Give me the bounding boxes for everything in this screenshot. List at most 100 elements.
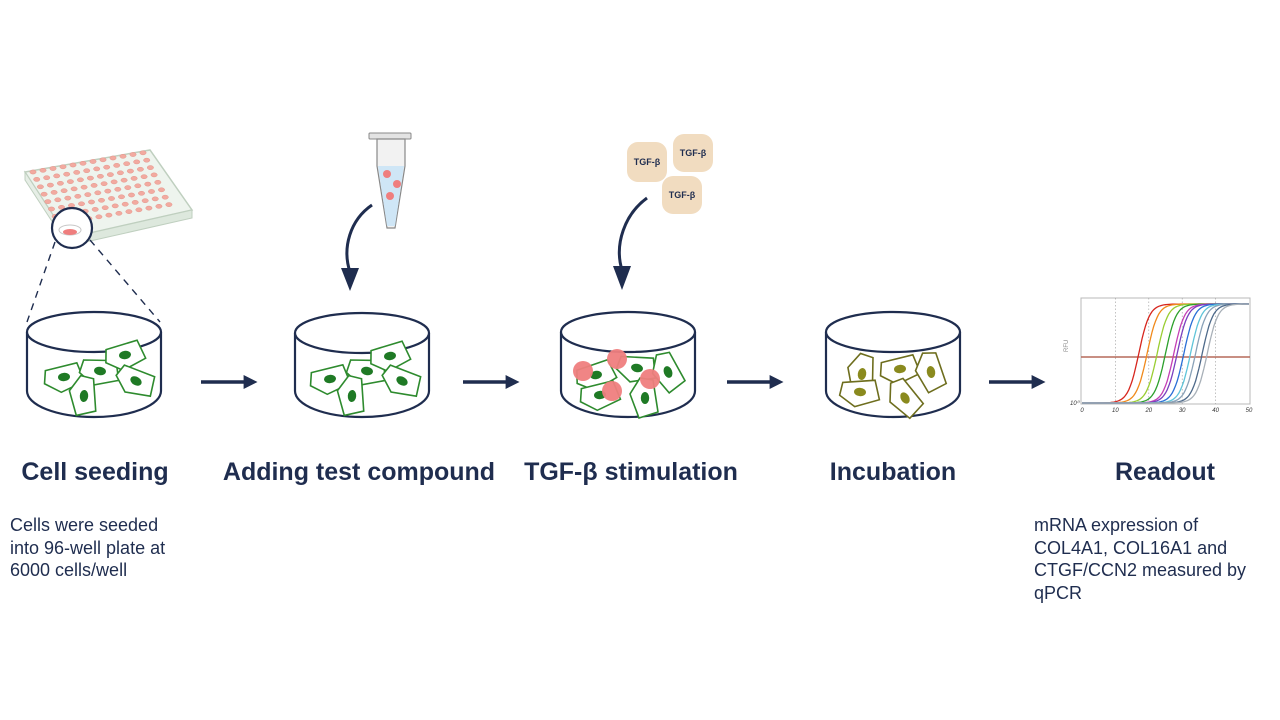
plate-well — [114, 186, 122, 192]
plate-well — [128, 192, 135, 198]
qpcr-y-label: RFU — [1064, 340, 1070, 352]
plate-well — [44, 199, 52, 204]
qpcr-curves — [1082, 303, 1250, 404]
readout-desc-line: COL4A1, COL16A1 and — [1034, 537, 1228, 558]
plate-well — [129, 152, 137, 157]
plate-well — [121, 201, 129, 207]
step-title-tgf-stimulation: TGF-β stimulation — [524, 458, 738, 486]
dish-incubation — [824, 310, 962, 424]
plate-well — [33, 177, 41, 182]
plate-well — [84, 192, 92, 197]
readout-desc-line: mRNA expression of — [1034, 515, 1199, 535]
plate-well — [63, 171, 71, 177]
tgf-beta-icons: TGF-β TGF-β TGF-β — [627, 134, 713, 214]
plate-well — [94, 190, 102, 196]
plate-well — [107, 172, 114, 177]
plate-well — [140, 174, 148, 179]
plate-well — [120, 177, 128, 183]
plate-well — [144, 181, 152, 187]
plate-well — [87, 175, 94, 181]
plate-well — [123, 161, 131, 166]
plate-well — [138, 190, 145, 196]
readout-desc-line: qPCR — [1034, 582, 1083, 603]
plate-well — [60, 188, 68, 193]
plate-well — [80, 184, 88, 190]
plate-well — [126, 168, 134, 174]
plate-well — [74, 193, 82, 199]
plate-well — [83, 168, 91, 173]
plate-well — [136, 166, 144, 172]
plate-well — [111, 203, 119, 209]
qpcr-x-tick: 0 — [1080, 408, 1084, 414]
plate-well — [40, 191, 48, 197]
tgf-label-2: TGF-β — [680, 148, 707, 158]
plate-well — [125, 209, 133, 214]
plate-well — [151, 196, 159, 202]
plate-well — [77, 177, 84, 183]
plate-well — [70, 186, 78, 192]
tube-icon — [368, 132, 412, 229]
plate-well — [73, 170, 81, 175]
seeding-description: Cells were seeded into 96-well plate at … — [10, 514, 165, 582]
qpcr-x-tick: 30 — [1179, 408, 1186, 414]
qpcr-x-tick: 20 — [1144, 408, 1152, 414]
plate-well — [49, 166, 57, 171]
plate-well — [105, 212, 113, 218]
plate-well — [158, 187, 165, 193]
plate-well — [98, 197, 105, 203]
plate-well — [58, 204, 65, 210]
step-title-cell-seeding: Cell seeding — [21, 458, 169, 486]
dish-seeding — [25, 310, 163, 419]
step-title-incubation: Incubation — [829, 458, 957, 486]
readout-desc-line: CTGF/CCN2 measured by — [1034, 560, 1247, 580]
plate-well — [113, 163, 121, 168]
well-plate-icon — [23, 149, 194, 248]
plate-well — [93, 166, 101, 172]
plate-well — [64, 195, 72, 201]
plate-wells — [29, 150, 173, 227]
plate-well — [47, 182, 54, 188]
plate-well — [109, 155, 117, 161]
plate-well — [91, 207, 99, 212]
plate-well — [90, 183, 98, 188]
plate-well — [110, 179, 118, 185]
plate-well — [124, 185, 132, 190]
plate-well — [154, 179, 162, 185]
plate-well — [95, 214, 103, 220]
plate-well — [143, 157, 151, 163]
step-title-readout: Readout — [1115, 458, 1215, 486]
plate-well — [131, 200, 139, 205]
plate-well — [29, 169, 37, 175]
plate-well — [119, 153, 127, 159]
tgf-label-3: TGF-β — [669, 190, 696, 200]
plate-well — [48, 206, 55, 212]
plate-well — [57, 180, 64, 186]
plate-well — [100, 181, 108, 186]
plate-well — [118, 194, 125, 200]
plate-well — [117, 170, 124, 176]
qpcr-x-tick: 10 — [1112, 408, 1119, 414]
plate-well — [103, 164, 111, 170]
zoom-circle — [26, 206, 161, 323]
readout-description: mRNA expression of COL4A1, COL16A1 and C… — [1034, 514, 1246, 604]
qpcr-x-tick: 50 — [1246, 408, 1253, 414]
seeding-desc-line: into 96-well plate at — [10, 537, 166, 558]
plate-well — [145, 205, 153, 211]
plate-well — [78, 201, 85, 207]
seeding-desc-line: 6000 cells/well — [10, 560, 128, 580]
plate-well — [108, 196, 115, 201]
plate-well — [97, 173, 104, 179]
plate-well — [37, 184, 44, 190]
dish-compound — [293, 311, 431, 419]
plate-well — [89, 159, 97, 164]
plate-well — [54, 197, 62, 203]
add-compound-arrowhead — [341, 268, 359, 291]
plate-well — [79, 160, 87, 166]
plate-well — [133, 159, 141, 165]
plate-well — [141, 198, 149, 203]
plate-well — [148, 189, 155, 194]
step-title-adding-test-compound: Adding test compound — [222, 458, 496, 486]
plate-well — [130, 176, 138, 181]
